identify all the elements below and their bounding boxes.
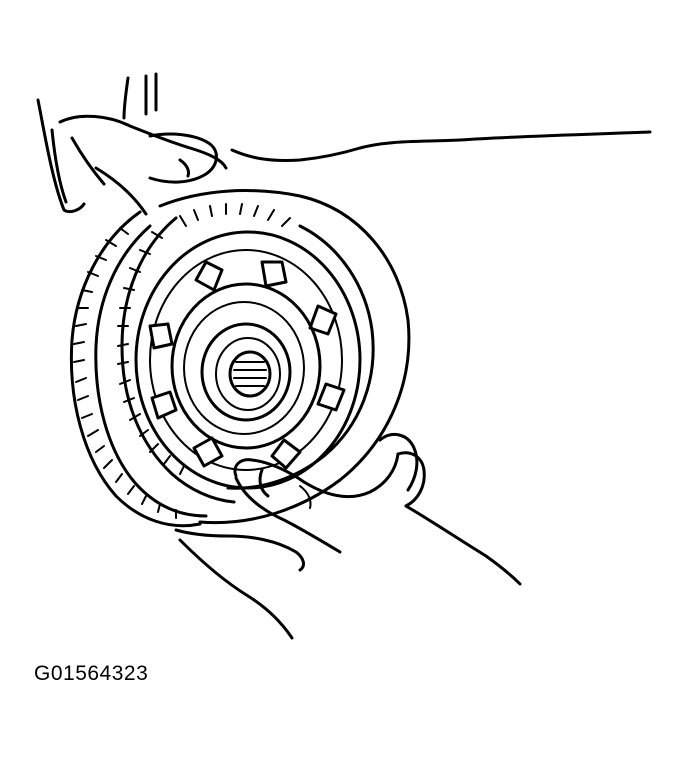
upper-hand-icon <box>36 72 652 216</box>
clutch-drum-icon <box>69 189 411 528</box>
clutch-drum-illustration <box>36 72 652 640</box>
lower-hand-icon <box>174 432 522 640</box>
figure-id-label: G01564323 <box>34 662 149 685</box>
